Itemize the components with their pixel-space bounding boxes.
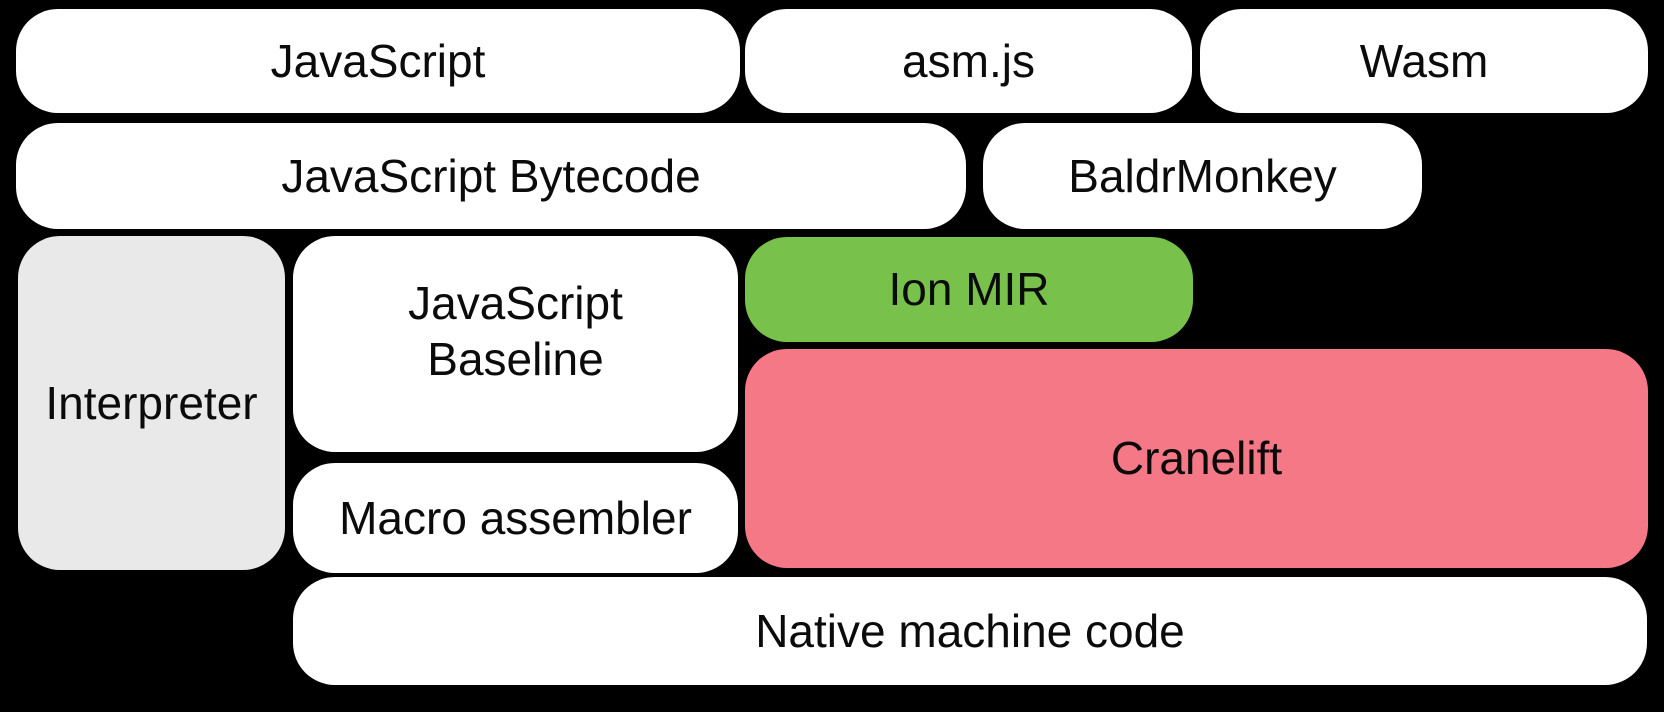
box-cranelift: Cranelift bbox=[745, 349, 1648, 568]
box-interpreter: Interpreter bbox=[18, 236, 285, 570]
box-javascript: JavaScript bbox=[16, 9, 740, 113]
box-baldrmonkey: BaldrMonkey bbox=[983, 123, 1422, 229]
box-asmjs-label: asm.js bbox=[902, 34, 1035, 87]
box-baldrmonkey-label: BaldrMonkey bbox=[1068, 149, 1337, 202]
box-javascript-bytecode-label: JavaScript Bytecode bbox=[281, 149, 701, 202]
box-javascript-baseline: JavaScript Baseline bbox=[293, 236, 738, 452]
box-ion-mir: Ion MIR bbox=[745, 237, 1193, 342]
box-asmjs: asm.js bbox=[745, 9, 1192, 113]
box-macro-assembler: Macro assembler bbox=[293, 463, 738, 573]
box-macro-assembler-label: Macro assembler bbox=[339, 491, 692, 544]
box-wasm-label: Wasm bbox=[1359, 34, 1489, 87]
box-ion-mir-label: Ion MIR bbox=[888, 263, 1050, 316]
box-wasm: Wasm bbox=[1200, 9, 1648, 113]
box-javascript-bytecode: JavaScript Bytecode bbox=[16, 123, 966, 229]
box-interpreter-label: Interpreter bbox=[45, 376, 258, 429]
box-native-machine-code-label: Native machine code bbox=[755, 604, 1185, 657]
box-cranelift-label: Cranelift bbox=[1110, 432, 1283, 485]
box-javascript-baseline-label: JavaScript Baseline bbox=[408, 276, 623, 385]
box-javascript-label: JavaScript bbox=[270, 34, 486, 87]
box-native-machine-code: Native machine code bbox=[293, 577, 1647, 685]
